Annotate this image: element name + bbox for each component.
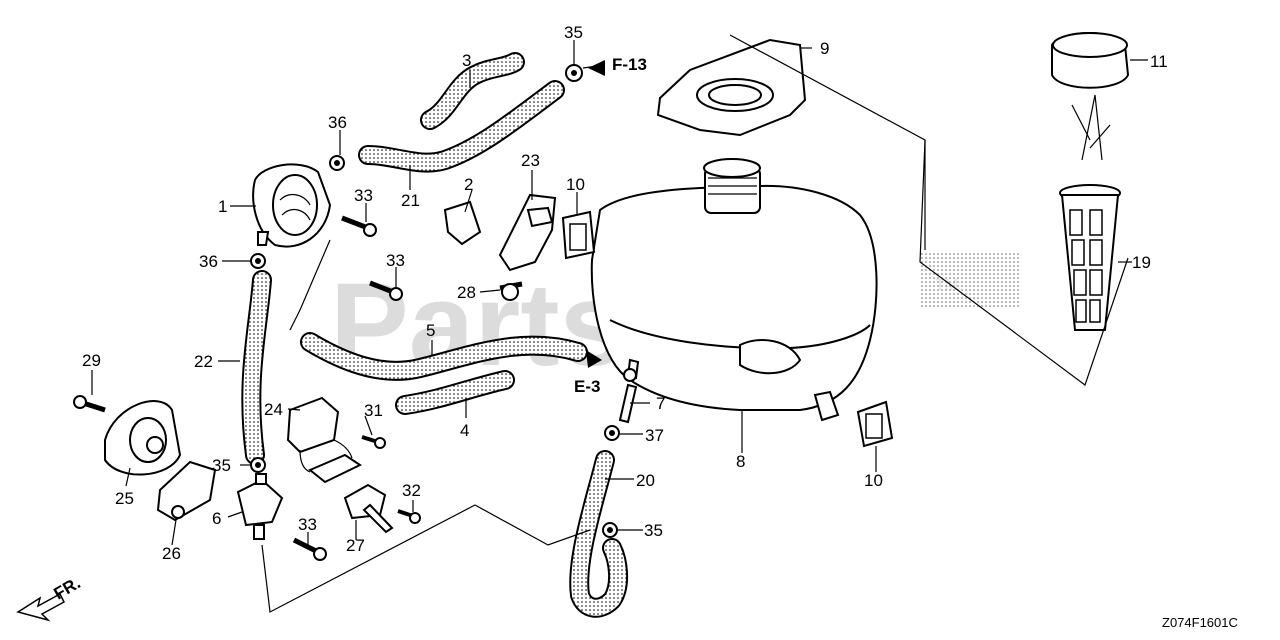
fuel-cut-solenoid xyxy=(286,396,363,484)
bracket-25 xyxy=(104,400,182,476)
clip-2 xyxy=(443,200,482,246)
hose-3 xyxy=(420,52,525,130)
front-direction-arrow: FR. xyxy=(16,573,84,622)
callout-25[interactable]: 25 xyxy=(115,489,134,508)
callout-6[interactable]: 6 xyxy=(212,509,221,528)
screw-33-c xyxy=(292,537,327,561)
callout-29[interactable]: 29 xyxy=(82,351,101,370)
tank-pad xyxy=(656,38,807,137)
hose-5 xyxy=(300,332,588,381)
fuel-tank xyxy=(590,158,878,422)
callout-24[interactable]: 24 xyxy=(264,400,283,419)
callout-7[interactable]: 7 xyxy=(656,394,665,413)
cross-ref-e3-label[interactable]: E-3 xyxy=(574,377,600,396)
callout-2[interactable]: 2 xyxy=(464,175,473,194)
callout-37[interactable]: 37 xyxy=(645,426,664,445)
fuel-valve xyxy=(236,473,284,540)
callout-35-c[interactable]: 35 xyxy=(644,521,663,540)
hose-4 xyxy=(395,370,515,415)
leader-lines xyxy=(91,34,1148,613)
bolt-28 xyxy=(499,281,523,301)
callout-23[interactable]: 23 xyxy=(521,151,540,170)
clamp-36-a xyxy=(329,155,345,171)
cushion-10-lower xyxy=(856,400,894,448)
callout-1[interactable]: 1 xyxy=(218,197,227,216)
callout-28[interactable]: 28 xyxy=(457,283,476,302)
callout-35-a[interactable]: 35 xyxy=(564,23,583,42)
bracket-23 xyxy=(498,193,557,272)
callout-26[interactable]: 26 xyxy=(162,544,181,563)
callout-3[interactable]: 3 xyxy=(462,51,471,70)
callout-33-b[interactable]: 33 xyxy=(386,251,405,270)
callout-33-a[interactable]: 33 xyxy=(354,186,373,205)
callout-5[interactable]: 5 xyxy=(426,321,435,340)
callout-33-c[interactable]: 33 xyxy=(298,515,317,534)
cross-ref-f13[interactable]: F-13 xyxy=(588,55,647,76)
hose-21 xyxy=(358,80,565,173)
fuel-pump xyxy=(252,163,332,248)
clip-27 xyxy=(343,483,394,534)
callout-20[interactable]: 20 xyxy=(636,471,655,490)
callout-36-b[interactable]: 36 xyxy=(199,252,218,271)
callout-22[interactable]: 22 xyxy=(194,352,213,371)
callout-11[interactable]: 11 xyxy=(1150,52,1168,71)
clamp-36-b xyxy=(250,253,266,269)
bracket-26 xyxy=(156,460,217,522)
screw-33-b xyxy=(369,280,403,301)
callout-36-a[interactable]: 36 xyxy=(328,113,347,132)
cross-ref-e3[interactable]: E-3 xyxy=(574,350,602,396)
callout-31[interactable]: 31 xyxy=(364,401,383,420)
callout-19[interactable]: 19 xyxy=(1132,253,1151,272)
hose-22 xyxy=(241,270,272,465)
hose-20 xyxy=(569,450,628,618)
callout-32[interactable]: 32 xyxy=(402,481,421,500)
fuel-strainer xyxy=(1059,184,1121,331)
fitting-7 xyxy=(618,368,638,424)
screw-31 xyxy=(361,435,386,449)
callout-21[interactable]: 21 xyxy=(401,191,420,210)
callout-10-b[interactable]: 10 xyxy=(864,471,883,490)
clamp-37 xyxy=(604,425,620,441)
callout-9[interactable]: 9 xyxy=(820,39,829,58)
drawing-code: Z074F1601C xyxy=(1162,615,1238,630)
callout-35-b[interactable]: 35 xyxy=(212,456,231,475)
callout-27[interactable]: 27 xyxy=(346,536,365,555)
clamp-35-a xyxy=(565,64,583,82)
callout-4[interactable]: 4 xyxy=(460,421,469,440)
clamp-35-b xyxy=(250,457,266,473)
clamp-35-c xyxy=(602,522,618,538)
screw-33-a xyxy=(341,215,377,237)
callout-8[interactable]: 8 xyxy=(736,452,745,471)
callout-10-a[interactable]: 10 xyxy=(566,175,585,194)
fuel-cap xyxy=(1051,32,1130,161)
bolt-29 xyxy=(73,395,106,413)
screw-32 xyxy=(397,509,421,524)
cross-ref-f13-label[interactable]: F-13 xyxy=(612,55,647,74)
cushion-10-upper xyxy=(561,210,596,260)
